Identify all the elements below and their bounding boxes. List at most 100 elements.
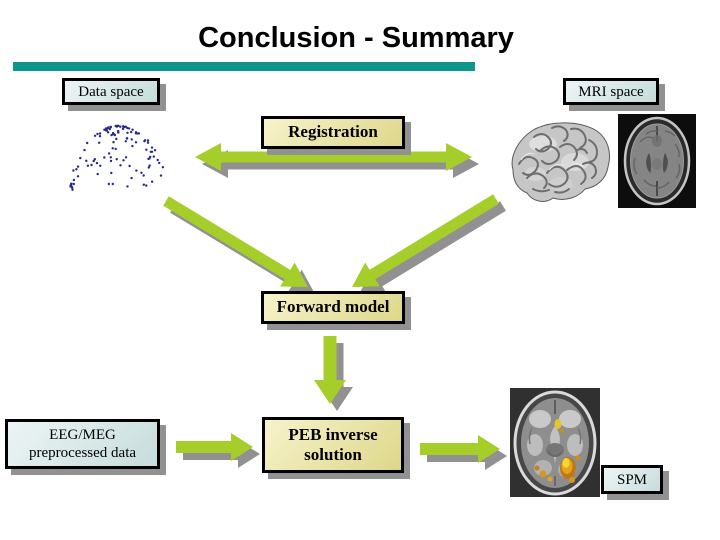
sensor-dot [76, 165, 80, 168]
sensor-dot [124, 140, 128, 143]
sensor-dot [119, 164, 122, 167]
sensor-dot [159, 174, 163, 177]
sensor-dot [71, 188, 74, 191]
sensor-dot [83, 148, 86, 152]
registration-box: Registration [261, 116, 405, 149]
sensor-dot [115, 137, 118, 141]
sensor-dot [130, 138, 133, 141]
eeg-meg-box: EEG/MEG preprocessed data [5, 419, 160, 469]
sensor-dot [103, 156, 106, 159]
sensor-dot [75, 168, 78, 171]
sensor-dot [111, 147, 114, 150]
sensor-dot [153, 149, 157, 152]
sensor-dot [85, 159, 88, 162]
sensor-dot [122, 159, 125, 162]
sensor-dot [128, 164, 131, 168]
mri-space-text: MRI space [578, 83, 644, 100]
sensor-dot [131, 144, 134, 148]
sensor-dot [106, 131, 110, 134]
mri-space-label: MRI space [563, 78, 659, 105]
sensor-dot [134, 141, 138, 144]
spm-activation-image [510, 388, 600, 497]
sensor-dot [126, 126, 129, 130]
sensor-dot [158, 161, 161, 165]
spm-white-matter [527, 400, 583, 486]
sensor-dot [115, 124, 119, 128]
sensor-dot [146, 139, 150, 142]
forward-model-text: Forward model [276, 297, 390, 317]
peb-line1: PEB inverse [288, 424, 378, 444]
sensor-dot [93, 134, 97, 137]
sensor-dot [109, 156, 112, 159]
spm-activation-blobs [534, 419, 581, 483]
data-to-forward-arrow [163, 196, 308, 287]
sensor-dot [161, 166, 165, 169]
sensor-dot [70, 182, 73, 185]
sensor-dot [142, 183, 145, 186]
mri-anatomy [633, 126, 681, 196]
sensor-dot [95, 161, 99, 165]
sensor-dot [148, 164, 151, 167]
sensor-dot [107, 152, 111, 155]
sensor-dot [93, 158, 96, 161]
sensor-dot [147, 157, 150, 161]
sensor-dot [76, 175, 80, 178]
sensor-dot [130, 176, 133, 180]
sensor-dot [126, 185, 129, 188]
peb-line2: solution [304, 445, 362, 464]
sensor-dot [113, 133, 117, 137]
sensor-dot [125, 137, 129, 140]
title-accent-bar [13, 62, 475, 71]
sensor-dot [110, 133, 113, 137]
sensor-dot [98, 132, 102, 135]
sensor-dot [98, 141, 101, 144]
sensor-dot [134, 131, 138, 134]
sensor-dot [131, 128, 134, 131]
sensor-dot [156, 158, 159, 162]
sensor-dot [135, 169, 138, 172]
sensor-dot [103, 128, 106, 131]
sensor-dot [99, 164, 102, 167]
eeg-sensor-point-cloud-image [69, 124, 165, 191]
sensor-dot [107, 182, 110, 186]
spm-label: SPM [601, 465, 663, 494]
peb-to-spm-arrow [420, 435, 500, 463]
forward-to-peb-arrow [314, 336, 346, 404]
sensor-dot [114, 147, 117, 151]
data-space-label: Data space [62, 78, 160, 105]
sensor-dot [146, 141, 150, 144]
spm-text: SPM [616, 471, 648, 488]
sensor-dot [112, 141, 115, 144]
mri-to-forward-arrow [352, 194, 499, 287]
sensor-dot [110, 171, 113, 175]
eeg-meg-line2: preprocessed data [28, 445, 137, 461]
sensor-dot [108, 127, 111, 131]
sensor-dot [145, 184, 148, 187]
sensor-dot [124, 125, 127, 128]
eeg-to-peb-arrow [176, 433, 253, 461]
sensor-dot [142, 174, 145, 177]
sensor-dot [111, 131, 115, 135]
sensor-dot [149, 155, 152, 159]
sensor-dot [117, 129, 120, 133]
registration-text: Registration [288, 122, 378, 142]
sensor-dot [72, 182, 75, 186]
sensor-dot [119, 125, 122, 128]
sensor-dot [86, 164, 90, 167]
sensor-dot [147, 166, 150, 169]
sensor-dot [145, 148, 148, 151]
sensor-dot [72, 169, 75, 172]
sensor-dot [90, 163, 93, 167]
registration-double-arrow-shadow [202, 150, 479, 178]
peb-inverse-box: PEB inverse solution [262, 417, 404, 473]
page-title: Conclusion - Summary [198, 22, 514, 54]
sensor-dot [105, 129, 108, 132]
sensor-dot [115, 158, 118, 161]
forward-model-box: Forward model [261, 291, 405, 324]
registration-double-arrow [195, 143, 472, 171]
sensor-dot [143, 139, 147, 142]
sensor-dot [109, 125, 112, 128]
sensor-dot [98, 135, 102, 138]
sensor-dot [96, 132, 99, 136]
